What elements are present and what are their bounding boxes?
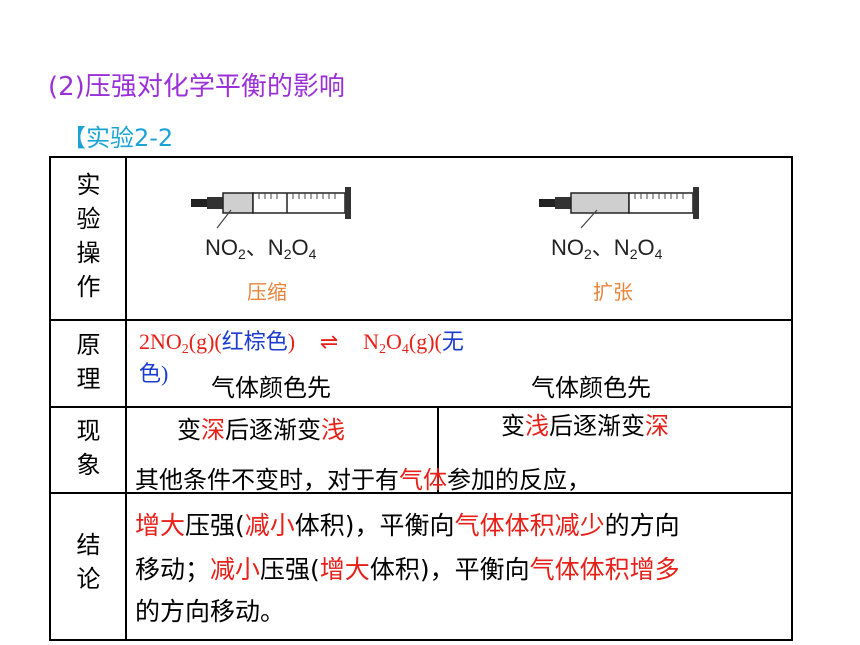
equilibrium-equation: 2NO2(g)(红棕色) ⇌ N2O4(g)(无	[139, 329, 464, 357]
conclusion-line-4: 的方向移动。	[135, 597, 286, 626]
phenomenon-right-line1: 气体颜色先	[531, 374, 651, 402]
experiment-table: 实验 操作 原理 现象 结论	[49, 156, 793, 641]
row-header-operation: 实验 操作	[76, 171, 101, 301]
conclusion-line-3: 移动；减小压强(增大体积)，平衡向气体体积增多	[135, 555, 680, 584]
phenomenon-left-line1: 气体颜色先	[211, 374, 331, 402]
action-expand: 扩张	[593, 280, 633, 304]
syringe-compressed-icon	[191, 187, 351, 229]
row-divider-2	[51, 406, 791, 408]
row-header-conclusion: 结论	[76, 531, 101, 593]
section-heading: (2)压强对化学平衡的影响	[48, 72, 345, 102]
action-compress: 压缩	[247, 280, 287, 304]
row-divider-3	[51, 492, 791, 494]
left-gas-label: NO2、N2O4	[205, 235, 317, 262]
syringe-expanded-icon	[539, 187, 699, 229]
header-column-divider	[125, 158, 127, 639]
phenomenon-right-result: 变浅后逐渐变深	[501, 412, 669, 440]
row-header-phenomenon: 现象	[76, 417, 101, 479]
conclusion-line-2: 增大压强(减小体积)，平衡向气体体积减少的方向	[135, 511, 680, 540]
experiment-label: 【实验2-2	[62, 124, 174, 152]
row-header-principle: 原理	[76, 331, 101, 393]
phenomenon-divider	[437, 406, 439, 492]
phenomenon-left-result: 变深后逐渐变浅	[177, 416, 345, 444]
right-gas-label: NO2、N2O4	[551, 235, 663, 262]
conclusion-line-1: 其他条件不变时，对于有气体参加的反应，	[135, 466, 591, 494]
equation-continuation: 色)	[139, 361, 169, 387]
row-divider-1	[51, 319, 791, 321]
